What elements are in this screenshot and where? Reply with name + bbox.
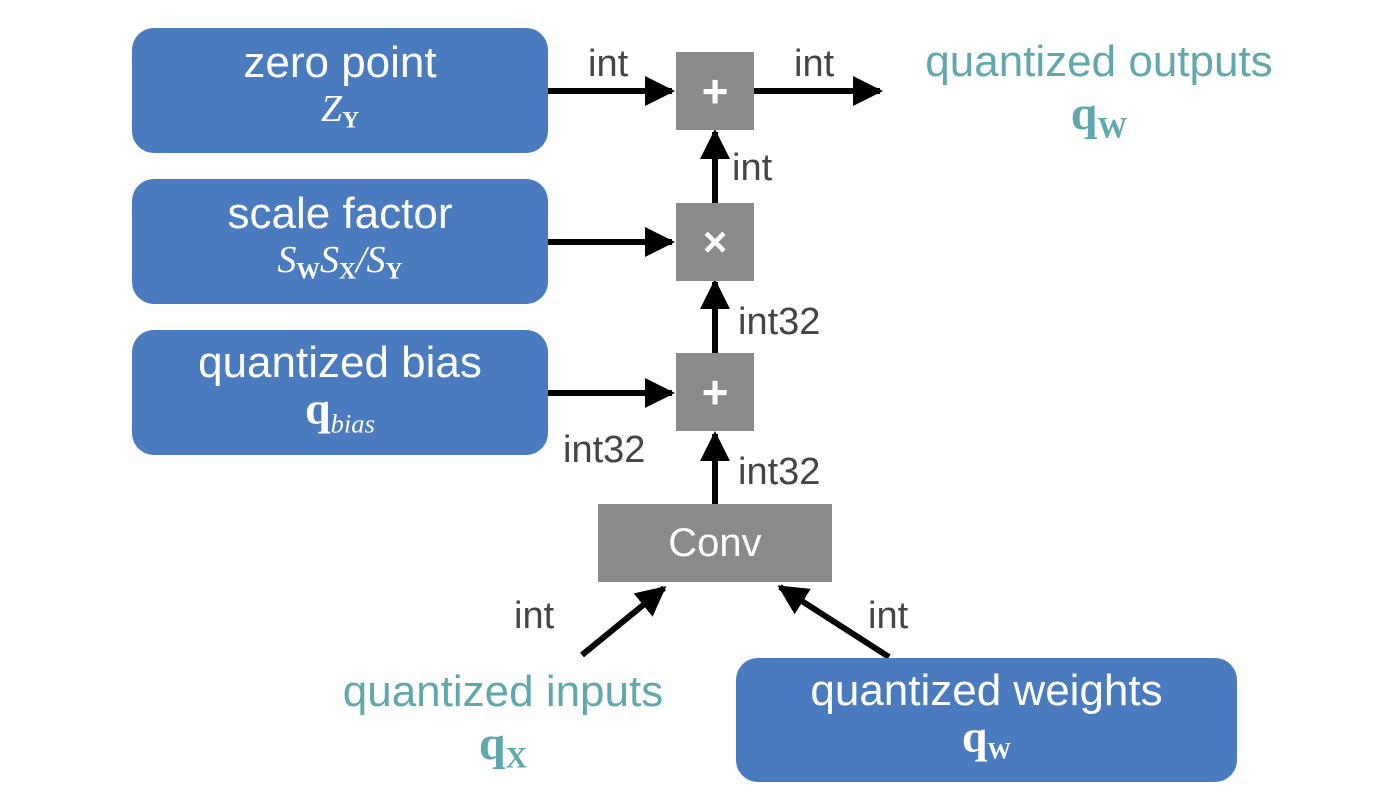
add-output-node: + xyxy=(676,52,754,130)
quantized-bias-symbol: qbias xyxy=(305,383,375,439)
add-bias-node: + xyxy=(676,353,754,431)
scale-factor-title: scale factor xyxy=(227,188,453,238)
label-conv-to-add: int32 xyxy=(738,451,821,493)
quantized-outputs-symbol: qW xyxy=(1070,87,1128,145)
label-bias-to-add: int32 xyxy=(563,429,646,471)
label-add-to-multiply: int32 xyxy=(738,301,821,343)
label-weights-to-conv: int xyxy=(868,595,909,637)
multiply-node: × xyxy=(676,203,754,281)
scale-factor-expression: SWSX/SY xyxy=(277,238,403,285)
quantized-outputs-title: quantized outputs xyxy=(925,37,1273,86)
conv-node: Conv xyxy=(598,504,832,582)
quantized-bias-title: quantized bias xyxy=(198,338,482,388)
quantized-weights-symbol: qW xyxy=(961,710,1012,765)
label-zero-point-to-add: int xyxy=(588,43,629,85)
arrow-weights-to-conv xyxy=(777,584,891,660)
quantized-outputs: quantized outputs qW xyxy=(884,38,1314,156)
label-inputs-to-conv: int xyxy=(514,595,555,637)
zero-point-box: zero point ZY xyxy=(132,28,548,153)
quantized-weights-box: quantized weights qW xyxy=(736,658,1237,782)
label-multiply-to-add: int xyxy=(732,147,773,189)
quantized-inputs-symbol: qX xyxy=(478,717,528,775)
quantized-bias-box: quantized bias qbias xyxy=(132,330,548,455)
quantized-weights-title: quantized weights xyxy=(810,665,1163,715)
zero-point-symbol: ZY xyxy=(320,87,360,134)
quantized-inputs-title: quantized inputs xyxy=(342,667,664,716)
label-add-to-outputs: int xyxy=(794,43,835,85)
quantized-inputs: quantized inputs qX xyxy=(300,668,706,786)
scale-factor-box: scale factor SWSX/SY xyxy=(132,179,548,304)
zero-point-title: zero point xyxy=(243,37,437,87)
arrow-inputs-to-conv xyxy=(580,585,667,658)
